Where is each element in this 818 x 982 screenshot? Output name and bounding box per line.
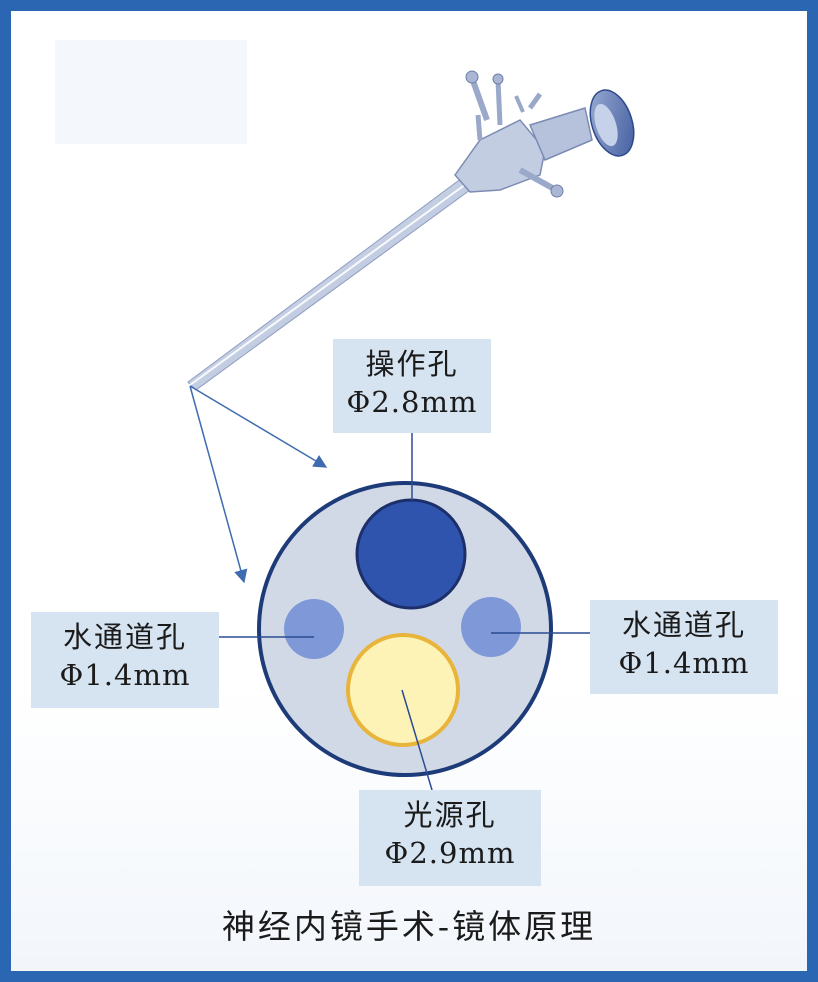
label-water-channel-left: 水通道孔 Φ1.4mm (31, 612, 219, 708)
diagram-caption: 神经内镜手术-镜体原理 (221, 907, 597, 946)
water-channel-right-dimension: Φ1.4mm (618, 646, 750, 680)
operating-hole-circle (355, 498, 467, 610)
label-light-source-hole: 光源孔 Φ2.9mm (359, 790, 541, 886)
water-channel-left-name: 水通道孔 (62, 620, 187, 654)
scope-face-circle (257, 481, 553, 777)
scope-cross-section (257, 481, 553, 777)
label-operating-hole: 操作孔 Φ2.8mm (333, 339, 491, 433)
water-channel-left-dimension: Φ1.4mm (59, 658, 191, 692)
label-water-channel-right: 水通道孔 Φ1.4mm (590, 600, 778, 694)
water-channel-left-circle (284, 599, 344, 659)
leader-light-source (401, 689, 433, 791)
water-channel-right-name: 水通道孔 (621, 608, 746, 642)
faded-logo-area (55, 40, 247, 144)
light-source-hole-dimension: Φ2.9mm (384, 836, 516, 870)
operating-hole-name: 操作孔 (365, 347, 459, 381)
light-source-hole-name: 光源孔 (403, 798, 497, 832)
endoscope-illustration (187, 70, 635, 391)
operating-hole-dimension: Φ2.8mm (346, 385, 478, 419)
light-source-circle (346, 633, 460, 747)
water-channel-right-circle (461, 597, 521, 657)
pointer-arrow-left (189, 385, 248, 584)
pointer-arrow-top (189, 385, 328, 468)
